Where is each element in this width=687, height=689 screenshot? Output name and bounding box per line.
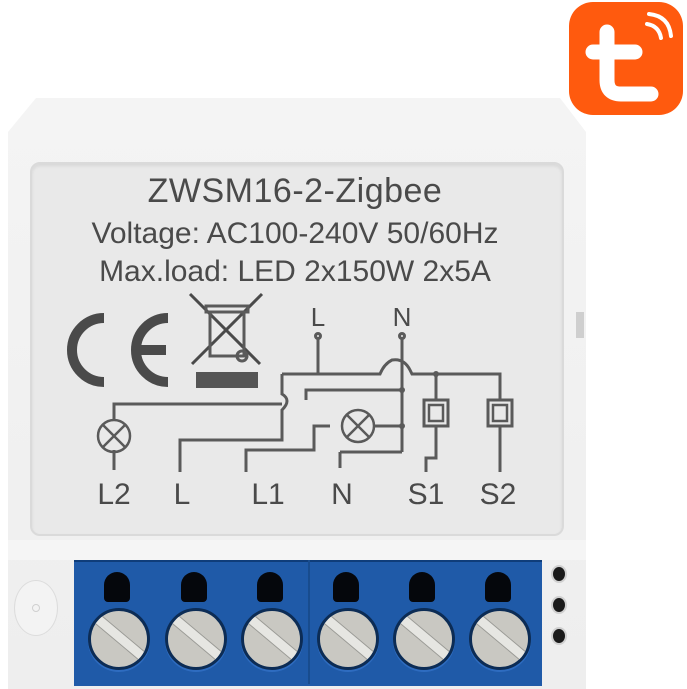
label-panel	[30, 162, 564, 536]
terminal-label-s1: S1	[407, 478, 445, 511]
terminal-screw-icon[interactable]	[469, 608, 531, 670]
terminal-screw-icon[interactable]	[165, 608, 227, 670]
model-name: ZWSM16-2-Zigbee	[147, 172, 443, 210]
side-hole-icon	[551, 565, 567, 583]
voltage-spec: Voltage: AC100-240V 50/60Hz	[91, 217, 499, 250]
terminal-label-n: N	[331, 478, 353, 511]
wire-hole-l1[interactable]	[257, 572, 283, 602]
side-hole-icon	[551, 627, 567, 645]
terminal-screw-icon[interactable]	[241, 608, 303, 670]
terminal-screw-icon[interactable]	[317, 608, 379, 670]
housing-side-notch	[576, 312, 584, 338]
side-hole-icon	[551, 596, 567, 614]
housing-bottom-shelf	[8, 540, 586, 560]
terminal-block-divider	[308, 560, 310, 684]
ce-mark-icon	[67, 313, 169, 387]
wire-hole-n[interactable]	[333, 572, 359, 602]
wire-hole-l[interactable]	[181, 572, 207, 602]
mounting-boss	[14, 580, 58, 636]
weee-bin-icon	[188, 292, 264, 388]
terminal-label-l1: L1	[251, 478, 285, 511]
terminal-label-s2: S2	[479, 478, 517, 511]
wire-hole-l2[interactable]	[104, 572, 130, 602]
wire-hole-s2[interactable]	[485, 572, 511, 602]
terminal-screw-icon[interactable]	[88, 608, 150, 670]
terminal-screw-icon[interactable]	[393, 608, 455, 670]
diagram-neutral-label: N	[392, 302, 412, 332]
wire-hole-s1[interactable]	[409, 572, 435, 602]
max-load-spec: Max.load: LED 2x150W 2x5A	[99, 255, 491, 288]
diagram-live-label: L	[310, 302, 326, 332]
terminal-label-l2: L2	[97, 478, 131, 511]
terminal-label-l: L	[173, 478, 191, 511]
tuya-logo-icon	[569, 2, 683, 115]
